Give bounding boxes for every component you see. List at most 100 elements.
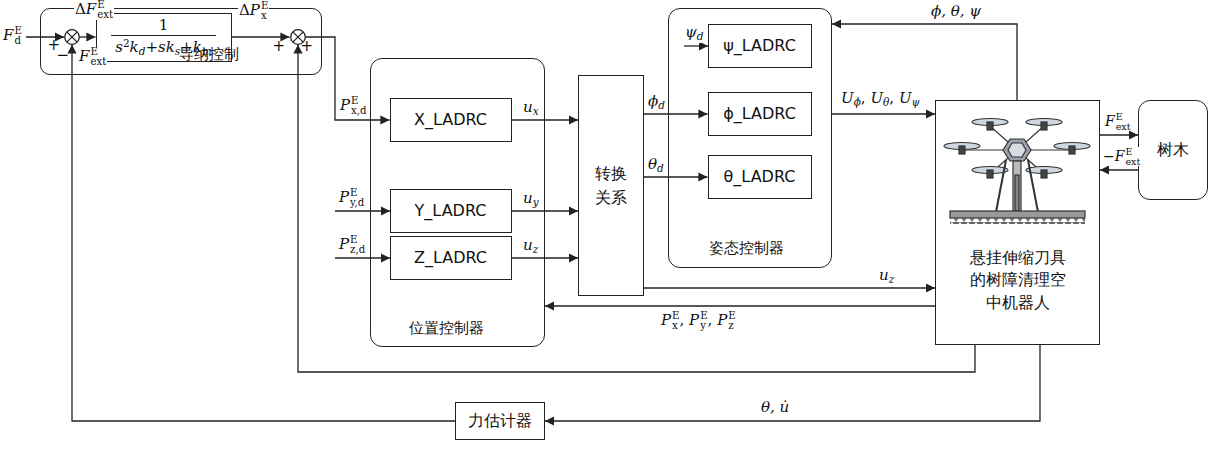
signal-connector [644, 176, 708, 177]
math-part: s [175, 46, 180, 58]
math-stack: Ey [700, 311, 707, 331]
math-part: ψ [685, 23, 697, 41]
hexacopter-illustration [944, 119, 1090, 225]
math-part: x [533, 105, 539, 117]
input-arrows [26, 37, 708, 258]
node-text: + [301, 37, 314, 56]
node-text: ϕ_LADRC [723, 104, 796, 124]
signal-connector [306, 37, 390, 120]
fraction-denominator: s2kd+sks+km [111, 35, 216, 59]
math-sup: E [350, 235, 365, 245]
node-text: ψ_LADRC [723, 36, 796, 56]
signal-connector [80, 36, 96, 37]
math-part: U [899, 89, 912, 107]
math-part: θ [648, 155, 657, 173]
controller-box: Y_LADRC [390, 189, 512, 233]
node-text: 力估计器 [468, 411, 532, 431]
controller-box: X_LADRC [390, 98, 512, 142]
signal-connector [1100, 134, 1138, 135]
math-sup: E [672, 311, 679, 321]
math-part: P [689, 311, 699, 329]
node-text: X_LADRC [414, 110, 487, 130]
math-part: , [889, 89, 899, 107]
signal-label: ϕd [647, 92, 666, 112]
group-box: 姿态控制器ψ_LADRCϕ_LADRCθ_LADRC [668, 8, 832, 268]
math-sub: ext [97, 10, 113, 20]
controller-box: θ_LADRC [708, 155, 812, 199]
math-sup: E [14, 26, 21, 36]
math-part: s [115, 38, 123, 56]
signal-label: ϕ, θ, ψ [930, 2, 982, 20]
math-part: , [680, 311, 690, 329]
math-part: F [1115, 148, 1125, 164]
math-part: F [3, 26, 13, 44]
signal-connector [1100, 169, 1138, 170]
math-stack: Eext [1116, 112, 1131, 131]
math-part: P [717, 311, 727, 329]
math-part: 1 [159, 16, 169, 34]
signal-label: uy [522, 189, 540, 209]
signal-label: Uϕ, Uθ, Uψ [840, 89, 921, 109]
signal-label: ΔPEx [238, 1, 269, 21]
math-stack: Ey,d [350, 188, 364, 208]
controller-box: ϕ_LADRC [708, 92, 812, 136]
math-sub: ext [1125, 157, 1140, 167]
math-sub: y,d [350, 198, 364, 208]
math-part: z [533, 243, 539, 255]
math-sub: z [728, 321, 735, 331]
signal-label: uz [878, 266, 895, 286]
signal-label: θ, u̇ [760, 398, 790, 416]
signal-label: −FEext [1102, 147, 1141, 166]
math-part: U [841, 89, 854, 107]
math-part: u [879, 266, 889, 284]
math-sub: d [14, 36, 21, 46]
signal-label: ux [522, 98, 540, 118]
node-text: 悬挂伸缩刀具的树障清理空中机器人 [970, 247, 1066, 314]
signal-label: PEz,d [338, 235, 366, 255]
math-sup: E [1125, 147, 1140, 157]
math-part: P [339, 235, 349, 253]
math-part: P [661, 311, 671, 329]
math-stack: Ed [14, 26, 21, 46]
signal-label: ψd [684, 23, 705, 43]
math-part: u [523, 189, 533, 207]
signal-connector [644, 113, 708, 114]
node-text: Z_LADRC [414, 248, 487, 268]
math-part: , [708, 311, 718, 329]
node-text: − [57, 46, 70, 65]
node-text: 位置控制器 [409, 319, 484, 338]
transfer-function-box: 1s2kd+sks+km [96, 13, 232, 62]
group-box: 位置控制器 X_LADRC Y_LADRC Z_LADRC [370, 58, 545, 347]
signal-label: PEy,d [338, 188, 365, 208]
math-part: u [523, 98, 533, 116]
math-part: Δ [75, 0, 86, 18]
math-part: F [86, 0, 96, 18]
robot-box: 悬挂伸缩刀具的树障清理空中机器人 [935, 100, 1100, 345]
node-text: Y_LADRC [415, 201, 487, 221]
math-part: − [1103, 148, 1115, 164]
signal-label: PEx, PEy, PEz [660, 311, 737, 331]
signal-label: FEd [2, 26, 23, 46]
math-sup: E [90, 47, 106, 57]
math-stack: Ex [672, 311, 679, 331]
math-part: ψ [912, 96, 920, 108]
estimator-box: 力估计器 [455, 402, 545, 440]
math-stack: Eext [97, 0, 113, 20]
math-part: F [1105, 113, 1115, 129]
math-part: + [145, 38, 158, 56]
math-stack: Eext [90, 47, 106, 67]
signal-label: FEext [78, 47, 107, 67]
signal-label: ΔFEext [74, 0, 114, 20]
math-sub: z,d [350, 245, 365, 255]
signal-connector [832, 113, 935, 114]
math-part: d [657, 162, 664, 174]
math-part: , [861, 89, 871, 107]
math-part: k [193, 38, 202, 56]
math-sup: E [350, 188, 364, 198]
controller-box: ψ_LADRC [708, 24, 812, 68]
math-part: + [180, 38, 193, 56]
math-part: d [658, 99, 665, 111]
math-part: θ, u̇ [761, 398, 789, 416]
math-sub: x [261, 11, 268, 21]
